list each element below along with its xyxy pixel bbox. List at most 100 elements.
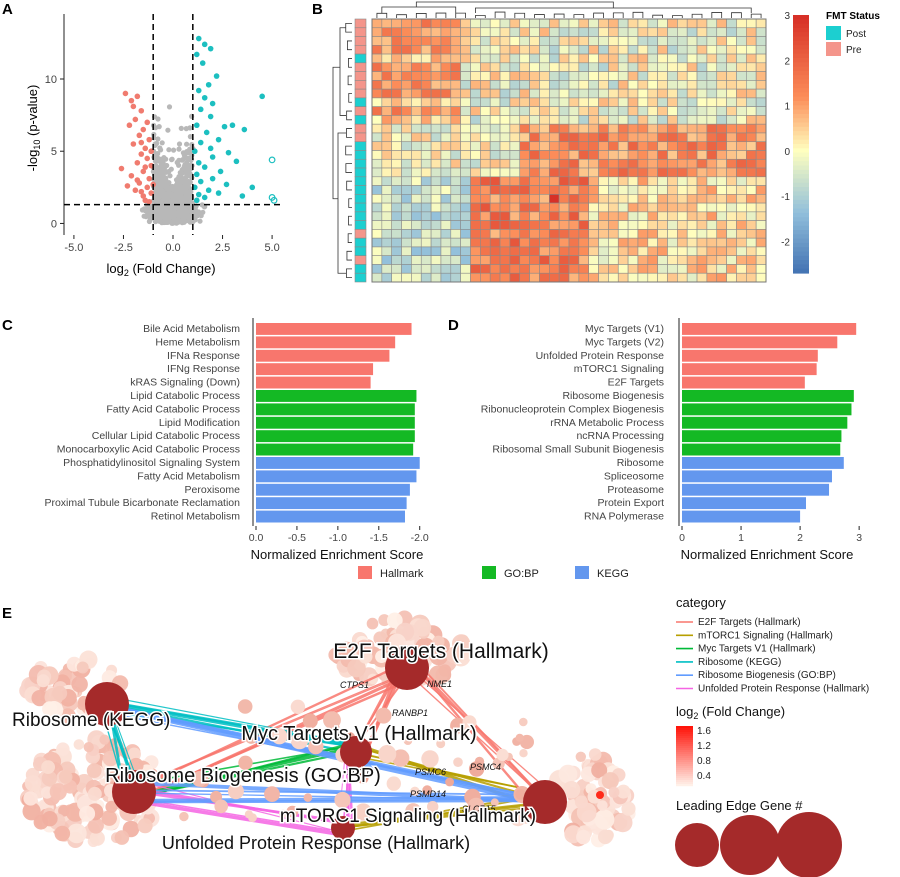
heatmap-cell [755, 150, 767, 160]
heatmap-cell [420, 36, 432, 46]
heatmap-cell [460, 36, 471, 46]
gene-node [519, 717, 528, 727]
heatmap-cell [420, 264, 432, 274]
colorbar-segment [793, 83, 809, 89]
heatmap-cell [578, 202, 589, 213]
heatmap-cell [470, 123, 481, 134]
heatmap-cell [736, 44, 747, 55]
heatmap-cell [578, 115, 589, 125]
heatmap-cell [568, 176, 580, 186]
heatmap-cell [677, 167, 688, 178]
gene-node [286, 805, 299, 818]
bar-category-label: Retinol Metabolism [151, 511, 241, 523]
heatmap-cell [706, 194, 718, 204]
heatmap-cell [598, 18, 609, 29]
heatmap-cell [726, 62, 737, 72]
bar-category-label: Lipid Catabolic Process [130, 390, 240, 402]
heatmap-cell [509, 220, 521, 230]
heatmap-row-annotation [354, 246, 367, 256]
heatmap-cell [420, 44, 432, 55]
heatmap-cell [598, 255, 609, 265]
heatmap-cell [736, 115, 747, 125]
heatmap-cell [647, 255, 658, 265]
heatmap-cell [381, 167, 393, 178]
heatmap-cell [519, 18, 530, 29]
heatmap-cell [608, 88, 619, 99]
colorbar-segment [793, 15, 809, 20]
heatmap-cell [716, 62, 727, 72]
heatmap-cell [420, 167, 432, 178]
heatmap-cell [489, 167, 501, 178]
heatmap-cell [726, 237, 737, 248]
heatmap-cell [686, 185, 698, 195]
gene-node [71, 676, 88, 693]
gene-node [303, 793, 313, 802]
volcano-point-ns [159, 156, 165, 162]
heatmap-cell [686, 220, 698, 230]
heatmap-cell [706, 123, 718, 134]
heatmap-cell [440, 237, 452, 248]
heatmap-cell [588, 185, 599, 195]
gene-node [49, 783, 67, 801]
volcano-point-up [195, 35, 202, 42]
heatmap-cell [480, 132, 491, 143]
heatmap-cell [371, 115, 383, 125]
heatmap-cell [519, 167, 530, 178]
heatmap-cell [548, 36, 560, 46]
heatmap-cell [706, 255, 718, 265]
bar-category-label: Fatty Acid Metabolism [137, 470, 240, 482]
heatmap-cell [568, 272, 580, 283]
bar [682, 457, 844, 469]
heatmap-cell [726, 123, 737, 134]
fc-colorbar-segment [676, 726, 693, 729]
heatmap-cell [539, 132, 550, 143]
heatmap-cell [391, 97, 402, 107]
gene-node [597, 800, 608, 811]
heatmap-cell [509, 53, 521, 64]
heatmap-cell [470, 167, 481, 178]
heatmap-row-annotation [354, 27, 367, 37]
heatmap-cell [509, 167, 521, 178]
heatmap-cell [588, 141, 599, 151]
heatmap-cell [558, 44, 570, 55]
gene-node [462, 715, 477, 730]
heatmap-cell [696, 202, 708, 213]
heatmap-cell [460, 211, 471, 221]
volcano-point-ns [190, 219, 196, 225]
heatmap-cell [529, 27, 540, 37]
heatmap-cell [371, 80, 383, 90]
gene-node [308, 738, 324, 755]
gene-node [89, 830, 105, 846]
heatmap-cell [617, 123, 629, 134]
gene-node [509, 809, 527, 827]
volcano-point-up [215, 190, 222, 196]
heatmap-cell [745, 194, 757, 204]
gene-node [490, 798, 499, 807]
volcano-point-ns [171, 147, 177, 153]
heatmap-cell [647, 27, 658, 37]
heatmap-cell [401, 211, 412, 221]
heatmap-cell [726, 88, 737, 99]
heatmap-cell [677, 194, 688, 204]
heatmap-cell [371, 97, 383, 107]
heatmap-cell [598, 194, 609, 204]
heatmap-cell [401, 255, 412, 265]
database-legend-label: Hallmark [380, 568, 424, 580]
heatmap-cell [726, 185, 737, 195]
gene-node [22, 802, 41, 821]
category-legend-label: Unfolded Protein Response (Hallmark) [698, 684, 869, 695]
heatmap-cell [450, 272, 461, 283]
volcano-point-ns [157, 166, 163, 172]
volcano-point-outlier [270, 196, 278, 204]
heatmap-cell [411, 36, 422, 46]
volcano-point-down [140, 126, 147, 133]
bar-x-tick-label: 1 [738, 532, 744, 544]
heatmap-cell [608, 246, 619, 256]
gene-node [386, 612, 403, 629]
colorbar-segment [793, 247, 809, 253]
gene-node [127, 747, 141, 762]
heatmap-cell [686, 255, 698, 265]
gene-node-high [596, 791, 604, 799]
volcano-point-ns [172, 196, 178, 202]
volcano-point-ns [176, 141, 183, 147]
